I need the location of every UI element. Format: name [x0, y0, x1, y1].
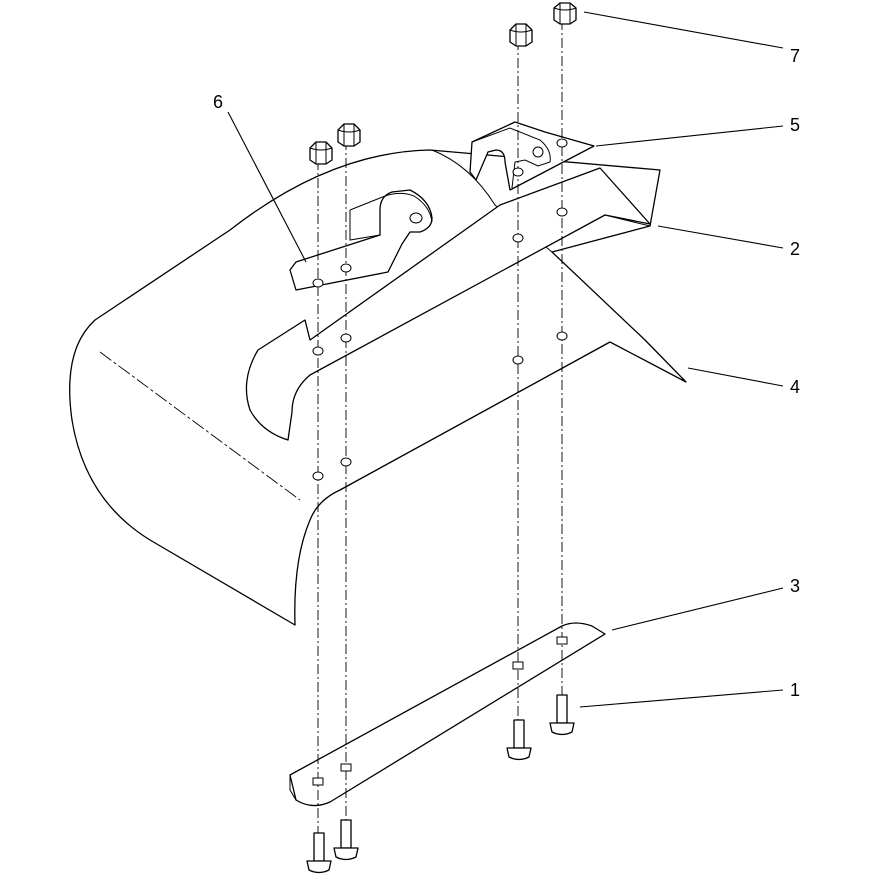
leader-6 [227, 111, 307, 263]
callout-6: 6 [213, 92, 223, 112]
callout-3: 3 [790, 576, 800, 596]
bolt [333, 819, 359, 861]
leader-3 [611, 587, 784, 631]
nuts-part-7 [309, 2, 577, 165]
nut [337, 123, 361, 147]
bolt [506, 719, 532, 761]
leader-4 [687, 367, 784, 387]
callout-2: 2 [790, 239, 800, 259]
strip-part-3 [289, 622, 606, 807]
callout-7: 7 [790, 46, 800, 66]
bolt [306, 832, 332, 874]
leader-lines [227, 11, 784, 708]
bolt [549, 694, 575, 736]
callout-1: 1 [790, 680, 800, 700]
bracket-part-6 [289, 189, 433, 291]
leader-1 [579, 689, 784, 708]
nut [553, 2, 577, 25]
assembly-axes [317, 20, 563, 840]
callout-4: 4 [790, 377, 800, 397]
leader-2 [657, 225, 784, 249]
plate-part-2 [245, 167, 651, 441]
shield-part-4 [69, 149, 687, 626]
nut [309, 141, 333, 165]
bolts-part-1 [306, 694, 575, 874]
mounting-holes [312, 138, 568, 786]
leader-5 [595, 125, 784, 147]
callout-labels: 7 5 6 2 4 3 1 [213, 46, 800, 700]
nut [509, 23, 533, 47]
leader-7 [583, 11, 784, 49]
callout-5: 5 [790, 115, 800, 135]
